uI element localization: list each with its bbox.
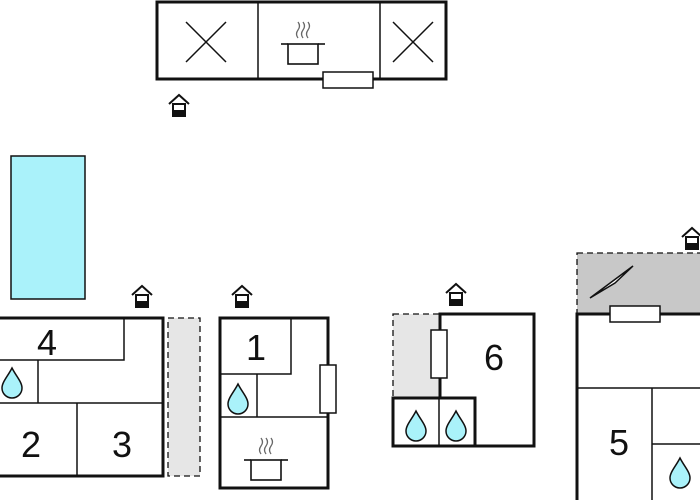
building-a-wall [0,316,165,478]
building-a: 4 2 3 [0,316,201,478]
entrance-house-icon [445,283,467,306]
room-number-1: 1 [246,327,266,368]
building-c: 6 [391,312,536,448]
top-outbuilding [155,0,448,89]
window-rect-icon [609,305,661,323]
building-d: 5 [575,252,700,500]
entrance-house-icon [131,285,153,308]
room-number-4: 4 [37,322,57,363]
cross-mark-icon [392,21,434,63]
entrance-house-icon [168,94,190,117]
entrance-house-icon [231,285,253,308]
triangle-icon [589,265,634,299]
room-number-6: 6 [484,337,504,378]
room-number-5: 5 [609,422,629,463]
entrance-house-icon [681,227,700,250]
building-b: 1 [218,316,337,490]
window-rect-icon [319,364,337,414]
cross-mark-icon [185,21,227,63]
window-rect-icon [322,71,374,89]
covered-terrace [576,252,700,315]
outbuilding-wall [155,0,448,81]
window-rect-icon [430,329,448,379]
room-number-2: 2 [21,424,41,465]
room-number-3: 3 [112,424,132,465]
pool [10,155,86,300]
terrace [167,317,201,477]
